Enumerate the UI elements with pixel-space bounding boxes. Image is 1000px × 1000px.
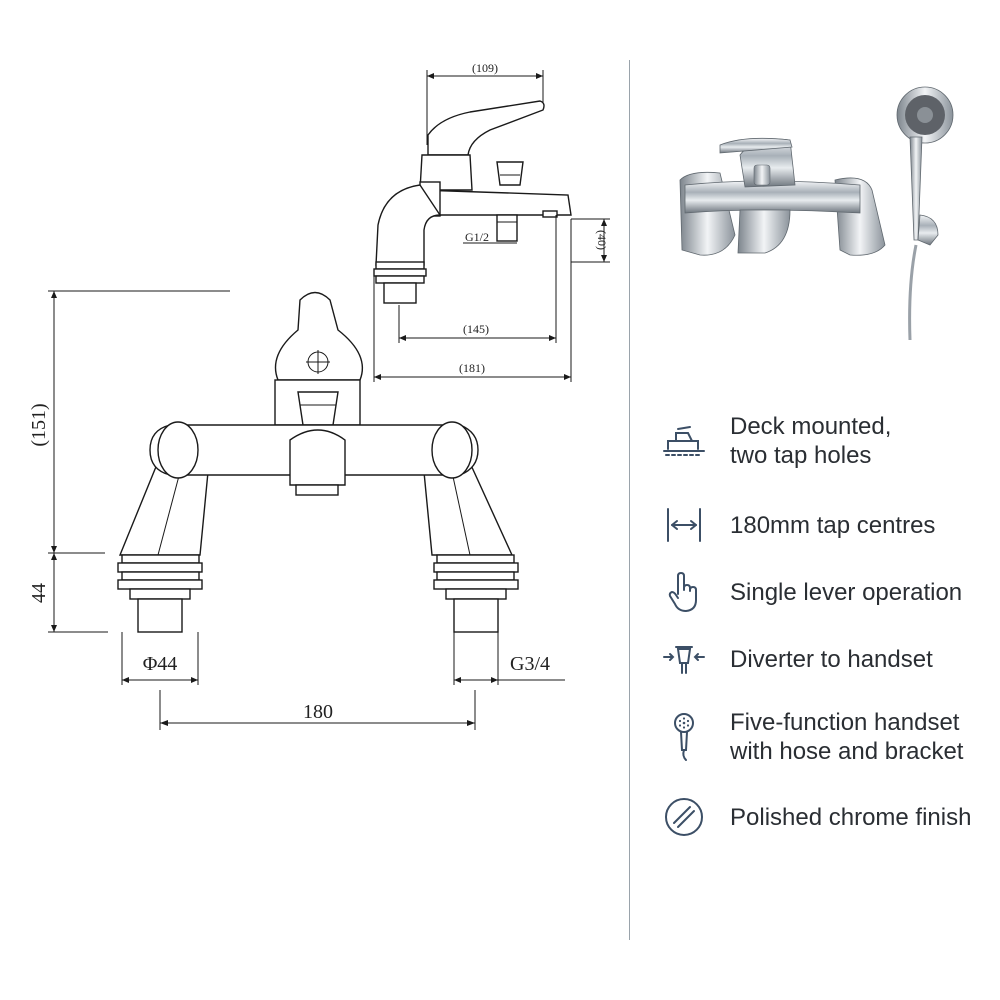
divider [629, 60, 630, 940]
shower-handset-icon [662, 712, 718, 762]
g12-label: G1/2 [465, 230, 489, 244]
deck-tap-icon [662, 416, 718, 466]
feature-item-deck-mounted: Deck mounted, two tap holes [662, 412, 891, 470]
bath-mixer-photo [679, 137, 886, 256]
dim-g34-label: G3/4 [510, 653, 550, 675]
side-view: (109) G1/2 (40) (145) [373, 61, 610, 382]
diverter-icon [662, 634, 718, 684]
feature-item-diverter: Diverter to handset [662, 634, 933, 684]
hand-pointer-icon [662, 567, 718, 617]
technical-drawing: (109) G1/2 (40) (145) [28, 61, 610, 730]
front-view: (151) 44 [28, 290, 565, 730]
feature-text: Polished chrome finish [730, 803, 972, 831]
dim-phi44-label: Φ44 [143, 653, 178, 675]
dim-151-label: (151) [28, 403, 50, 446]
dim-145-label: (145) [463, 322, 489, 336]
shower-handset-photo [896, 86, 954, 341]
dim-180-label: 180 [303, 701, 333, 723]
feature-item-single-lever: Single lever operation [662, 567, 962, 617]
feature-item-handset: Five-function handset with hose and brac… [662, 708, 963, 766]
feature-text: Five-function handset with hose and brac… [730, 709, 964, 765]
feature-text: Diverter to handset [730, 645, 933, 673]
feature-item-tap-centres: 180mm tap centres [662, 500, 935, 550]
chrome-finish-icon [662, 792, 718, 842]
product-photo [679, 86, 954, 341]
feature-text: Single lever operation [730, 578, 963, 606]
dim-44-label: 44 [28, 583, 50, 603]
feature-text: 180mm tap centres [730, 511, 936, 539]
feature-item-chrome: Polished chrome finish [662, 792, 971, 842]
feature-text: Deck mounted, two tap holes [730, 413, 892, 469]
dim-40-label: (40) [595, 230, 609, 250]
dim-181-label: (181) [459, 361, 485, 375]
tap-centres-icon [662, 500, 718, 550]
dim-109-label: (109) [472, 61, 498, 75]
